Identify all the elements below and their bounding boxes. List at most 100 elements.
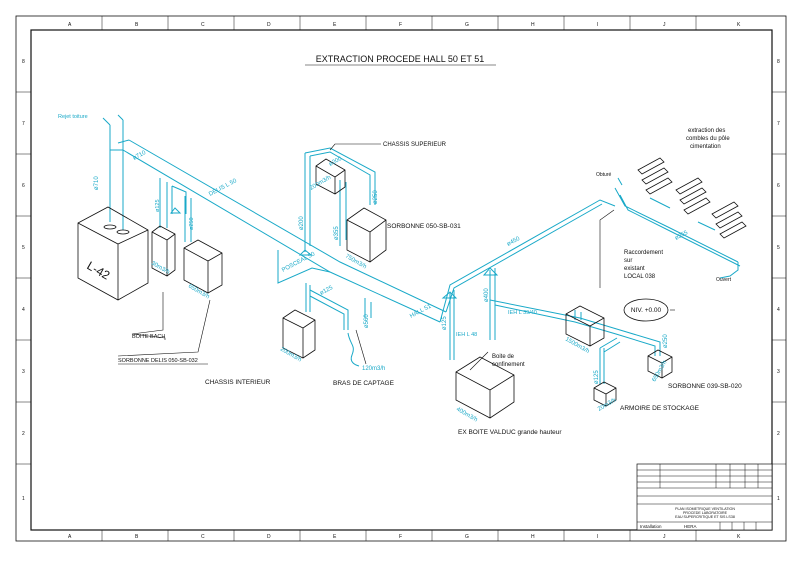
row-label-4: 4 — [22, 307, 25, 313]
label-chassis-superieur: CHASSIS SUPERIEUR — [383, 142, 447, 148]
col-label-c-bottom: C — [201, 534, 205, 540]
col-label-e-bottom: E — [333, 534, 337, 540]
label-sorbonne-020: SORBONNE 039-SB-020 — [668, 383, 742, 390]
label-flow-200b: 200m3/h — [279, 347, 302, 364]
duct-network — [102, 114, 741, 384]
col-label-h: H — [531, 22, 535, 28]
col-label-j-bottom: J — [663, 534, 666, 540]
row-label-8-right: 8 — [777, 59, 780, 65]
label-extraction-1: extraction des — [688, 128, 725, 134]
box-sorbonne-031 — [346, 207, 387, 263]
cabinet-l42 — [77, 206, 149, 301]
row-label-2: 2 — [22, 431, 25, 437]
equipment — [77, 157, 747, 419]
row-label-8: 8 — [22, 59, 25, 65]
label-obture: Obturé — [596, 172, 612, 178]
label-d710-vertical: ø710 — [94, 176, 100, 190]
col-label-j: J — [663, 22, 666, 28]
label-ieh48: IEH L 48 — [456, 332, 477, 338]
label-d250-c: ø250 — [663, 334, 669, 348]
title-block-install-name: HERA — [684, 524, 697, 529]
label-raccordement-4: LOCAL 038 — [624, 274, 656, 280]
col-label-i: I — [597, 22, 598, 28]
label-chassis-interieur: CHASSIS INTERIEUR — [205, 379, 271, 386]
col-label-k-bottom: K — [737, 534, 741, 540]
col-label-f: F — [399, 22, 402, 28]
label-raccordement-2: sur — [624, 258, 632, 264]
label-bras-de-captage: BRAS DE CAPTAGE — [333, 380, 395, 387]
box-boite-bach — [151, 225, 176, 277]
col-label-f-bottom: F — [399, 534, 402, 540]
label-armoire: ARMOIRE DE STOCKAGE — [620, 405, 700, 412]
label-d200-a: ø200 — [328, 156, 343, 168]
label-d200-b: ø200 — [299, 216, 305, 230]
label-extraction-2: combles du pôle — [686, 136, 730, 142]
label-l42: L-42 — [85, 258, 113, 282]
label-d400: ø400 — [484, 288, 490, 302]
row-label-3: 3 — [22, 369, 25, 375]
row-label-5: 5 — [22, 245, 25, 251]
col-label-e: E — [333, 22, 337, 28]
col-label-h-bottom: H — [531, 534, 535, 540]
title-block-plan-1: PLAN ISOMETRIQUE VENTILATION — [675, 507, 735, 511]
col-label-d-bottom: D — [267, 534, 271, 540]
row-label-3-right: 3 — [777, 369, 780, 375]
row-label-1: 1 — [22, 496, 25, 502]
label-flow-750: 750m3/h — [344, 254, 367, 271]
box-chassis-interieur — [282, 309, 316, 359]
label-sorbonne-031: SORBONNE 050-SB-031 — [387, 223, 461, 230]
label-boite-bach: BOITE BACH — [132, 334, 165, 340]
box-sorbonne-delis — [183, 239, 223, 294]
label-flow-20: 20m3/h — [597, 398, 617, 413]
col-label-c: C — [201, 22, 205, 28]
label-d560: ø560 — [364, 314, 370, 328]
box-confinement — [455, 356, 515, 419]
label-ex-boite-valduc: EX BOITE VALDUC grande hauteur — [458, 429, 562, 436]
label-boite-conf-1: Boite de — [492, 354, 515, 360]
col-label-i-bottom: I — [597, 534, 598, 540]
leader-lines — [117, 143, 675, 371]
level-marker — [623, 298, 669, 322]
label-d355-a: ø355 — [334, 226, 340, 240]
box-chassis-superieur — [315, 158, 346, 195]
box-armoire — [593, 381, 617, 407]
box-sorbonne-020 — [647, 349, 673, 379]
label-extraction-3: cimentation — [690, 144, 721, 150]
label-flow-200a: 200m3/h — [309, 175, 332, 192]
col-label-a-bottom: A — [68, 534, 72, 540]
col-label-d: D — [267, 22, 271, 28]
col-label-k: K — [737, 22, 741, 28]
label-flow-120: 120m3/h — [362, 366, 385, 372]
row-label-1-right: 1 — [777, 496, 780, 502]
row-label-7-right: 7 — [777, 121, 780, 127]
label-flow-650b: 650m3/h — [652, 360, 669, 383]
extraction-panels — [637, 157, 747, 239]
col-label-g-bottom: G — [465, 534, 469, 540]
label-ieh39: IEH L 39/40 — [508, 310, 537, 316]
row-label-4-right: 4 — [777, 307, 780, 313]
label-posceal: POSCEAL 50 — [281, 251, 317, 274]
label-d125-b: ø125 — [319, 285, 334, 297]
label-niv: NIV. +0.00 — [631, 307, 662, 314]
col-label-b-bottom: B — [135, 534, 139, 540]
label-ouvert: Ouvert — [716, 277, 732, 283]
col-label-g: G — [465, 22, 469, 28]
row-label-5-right: 5 — [777, 245, 780, 251]
label-boite-conf-2: confinement — [492, 362, 525, 368]
label-raccordement-3: existant — [624, 266, 645, 272]
label-rejet-toiture: Rejet toiture — [58, 114, 88, 120]
label-raccordement-1: Raccordement — [624, 250, 663, 256]
label-d250-a: ø250 — [189, 217, 195, 230]
label-flow-400: 400m3/h — [455, 407, 478, 424]
title-block: PLAN ISOMETRIQUE VENTILATION PROCEDE LAB… — [636, 463, 773, 531]
col-label-b: B — [135, 22, 139, 28]
row-label-6-right: 6 — [777, 183, 780, 189]
title-block-installation: Installation — [640, 524, 662, 529]
drawing-title: EXTRACTION PROCEDE HALL 50 ET 51 — [316, 54, 485, 64]
label-d125-d: ø125 — [594, 370, 600, 384]
label-d250-b: ø250 — [373, 190, 379, 204]
row-label-2-right: 2 — [777, 431, 780, 437]
drawing-frame: A B C D E F G H I J K A B C D E F G H I … — [15, 15, 787, 542]
row-label-6: 6 — [22, 183, 25, 189]
